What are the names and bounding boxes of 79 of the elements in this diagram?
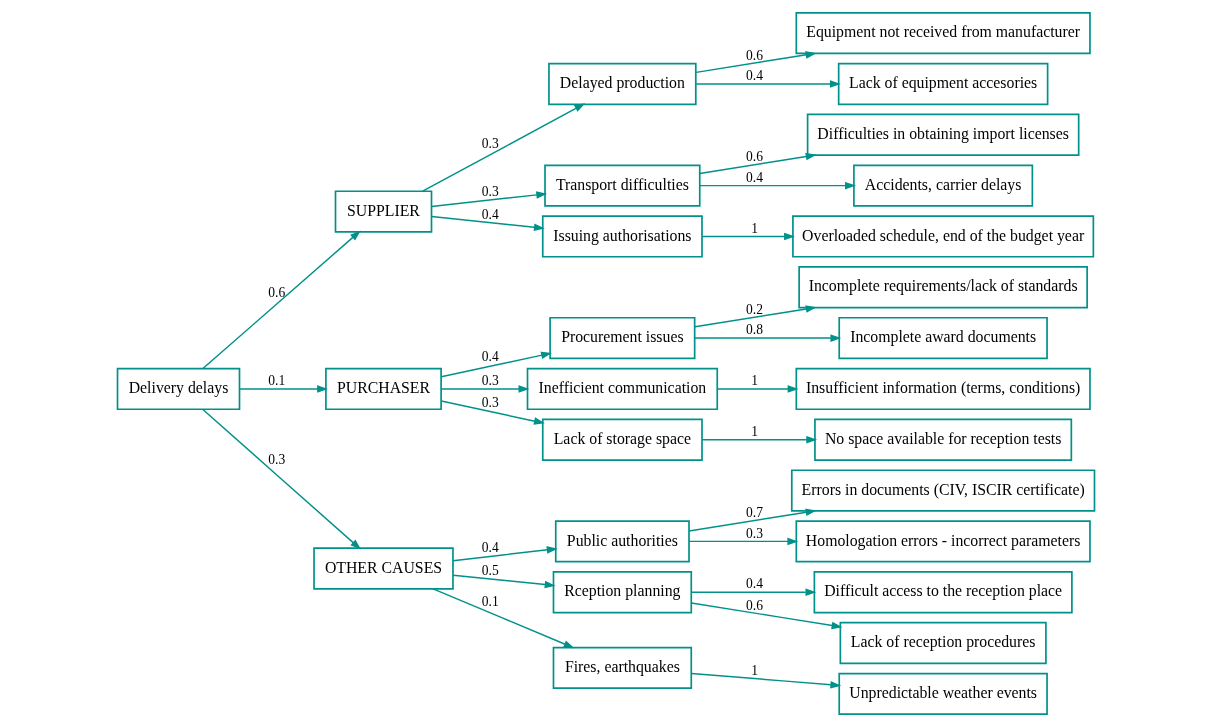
- edge-label: 0.2: [746, 301, 763, 317]
- arrow: [421, 103, 586, 192]
- node-box: Inefficient communication: [526, 367, 719, 411]
- arrow: [690, 672, 842, 689]
- arrow: [440, 351, 552, 378]
- node-box: Unpredictable weather events: [838, 672, 1048, 716]
- edge-label: 1: [751, 423, 758, 439]
- node-box: Incomplete award documents: [838, 316, 1048, 360]
- arrow: [699, 152, 817, 175]
- edge-label: 0.3: [481, 135, 499, 151]
- arrow: [688, 508, 817, 532]
- node-box: Delayed production: [548, 62, 697, 106]
- edge-label: 0.6: [746, 597, 763, 613]
- node-box: Public authorities: [554, 520, 690, 563]
- edge-label: 0.4: [746, 169, 763, 185]
- arrow: [440, 400, 545, 425]
- edge-label: 0.4: [481, 540, 499, 556]
- arrow: [452, 546, 558, 562]
- edge-label: 0.4: [481, 207, 499, 223]
- node-box: Fires, earthquakes: [552, 646, 693, 690]
- arrow: [430, 215, 545, 232]
- edge-label: 0.6: [268, 284, 286, 300]
- edge-label: 1: [751, 373, 758, 389]
- edge-label: 0.6: [746, 47, 763, 63]
- edge-label: 0.3: [746, 525, 763, 541]
- node-box: Insufficient information (terms, conditions): [795, 367, 1091, 411]
- node-box: Incomplete requirements/lack of standards: [798, 266, 1088, 309]
- arrow: [694, 305, 817, 328]
- node-box: Accidents, carrier delays: [853, 164, 1034, 207]
- arrow: [432, 588, 575, 649]
- node-box: Rception planning: [552, 571, 693, 614]
- node-box: Delivery delays: [116, 367, 241, 411]
- edge-label: 0.3: [481, 184, 499, 200]
- arrow: [694, 334, 842, 342]
- arrow: [452, 574, 556, 589]
- edge-label: 0.3: [481, 373, 499, 389]
- node-box: Errors in documents (CIV, ISCIR certificate): [790, 469, 1096, 512]
- arrow: [440, 385, 530, 393]
- edge-label: 0.7: [746, 505, 763, 521]
- arrow: [701, 232, 795, 241]
- edge-label: 0.3: [481, 394, 499, 410]
- node-box: Homologation errors - incorrect parameters: [795, 520, 1091, 563]
- arrow: [716, 385, 799, 393]
- node-box: Issuing authorisations: [541, 215, 703, 258]
- edge-label: 0.8: [746, 322, 763, 338]
- arrow: [202, 230, 361, 370]
- arrow: [239, 385, 329, 393]
- node-box: Equipment not received from manufacturer: [795, 11, 1091, 55]
- edge-label: 1: [751, 663, 758, 679]
- node-box: PURCHASER: [325, 367, 442, 411]
- edge-label: 0.1: [481, 594, 499, 610]
- arrow: [699, 181, 856, 190]
- node-box: Difficulties in obtaining import licenses: [806, 113, 1080, 156]
- node-box: Difficult access to the reception place: [813, 571, 1073, 614]
- node-box: Lack of reception procedures: [839, 621, 1047, 665]
- edge-label: 0.4: [746, 576, 763, 592]
- arrow: [202, 408, 362, 550]
- arrow: [688, 537, 799, 546]
- node-box: OTHER CAUSES: [313, 547, 454, 590]
- edge-label: 0.3: [268, 452, 286, 468]
- edge-label: 0.1: [268, 373, 286, 389]
- edge-label: 0.5: [481, 562, 499, 578]
- edge-label: 1: [751, 220, 758, 236]
- arrow: [690, 588, 817, 596]
- edge-label: 0.4: [481, 349, 499, 365]
- arrow: [430, 191, 548, 208]
- node-box: SUPPLIER: [334, 190, 433, 233]
- arrow: [690, 602, 843, 630]
- node-box: Lack of storage space: [541, 418, 703, 461]
- node-box: Overloaded schedule, end of the budget year: [792, 215, 1095, 258]
- edge-label: 0.6: [746, 149, 763, 165]
- node-box: Transport difficulties: [544, 164, 701, 207]
- node-box: Lack of equipment accesories: [837, 62, 1049, 106]
- edge-label: 0.4: [746, 68, 763, 84]
- node-box: No space available for reception tests: [814, 418, 1073, 461]
- arrow: [695, 51, 817, 74]
- arrow: [701, 435, 818, 444]
- node-box: Procurement issues: [549, 316, 696, 360]
- arrow: [695, 80, 841, 88]
